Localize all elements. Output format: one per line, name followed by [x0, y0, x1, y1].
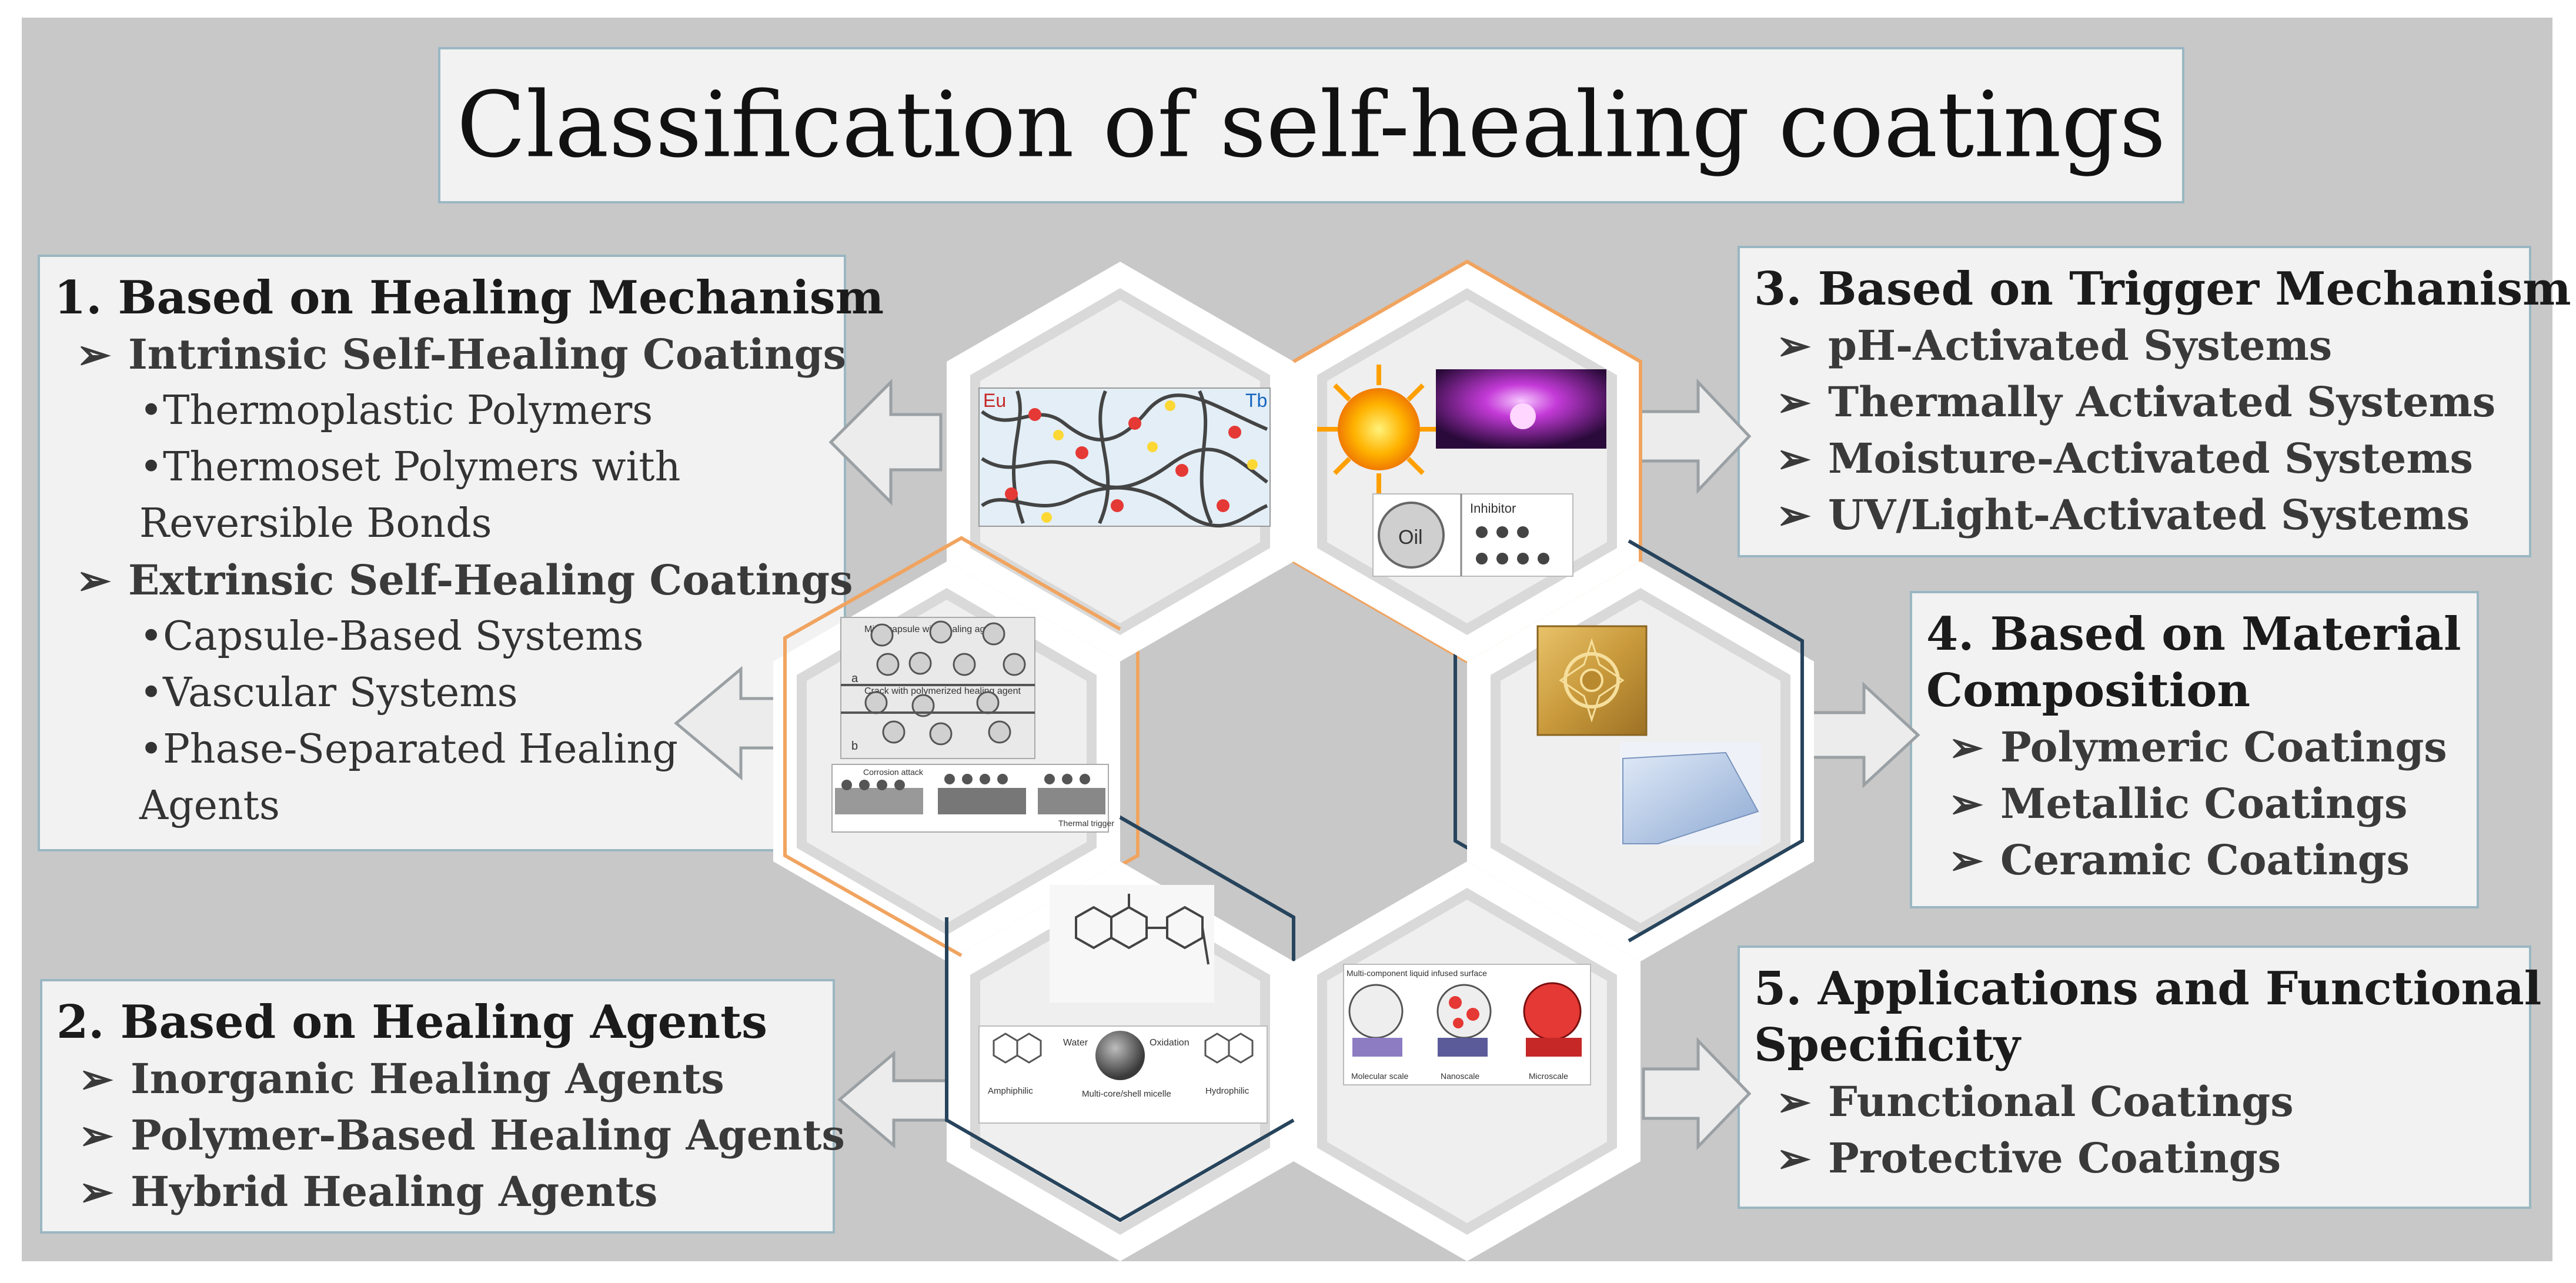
arrow-left-icon — [674, 666, 790, 781]
list-item: ➢UV/Light-Activated Systems — [1754, 487, 2515, 543]
sub-item: •Thermoset Polymers with — [139, 444, 681, 490]
microcapsule-illustration: Microcapsule with healing agent Crack wi… — [831, 617, 1114, 833]
arrow-right-icon — [1642, 1037, 1752, 1151]
list-item: ➢Intrinsic Self-Healing Coatings — [54, 326, 846, 383]
list-item: ➢Polymeric Coatings — [1926, 719, 2463, 776]
polymer-network-illustration: Eu Tb — [978, 387, 1271, 528]
title-box: Classification of self-healing coatings — [438, 47, 2184, 203]
arrow-bullet-icon: ➢ — [1776, 321, 1811, 370]
label-crack: Crack with polymerized healing agent — [864, 686, 1021, 696]
arrow-bullet-icon: ➢ — [79, 1111, 113, 1160]
label-hydrophilic: Hydrophilic — [1205, 1086, 1249, 1096]
svg-text:a: a — [851, 672, 858, 685]
arrow-bullet-icon: ➢ — [79, 1054, 113, 1103]
label-molecular: Molecular scale — [1351, 1071, 1408, 1081]
category-heading: 4. Based on Material — [1926, 607, 2461, 661]
list-item: ➢pH-Activated Systems — [1754, 318, 2515, 374]
ceramic-slab-photo — [1622, 751, 1759, 844]
label-water: Water — [1063, 1038, 1088, 1048]
arrow-bullet-icon: ➢ — [1776, 490, 1811, 539]
sub-item: Agents — [139, 783, 280, 829]
arrow-left-icon — [837, 1050, 948, 1149]
functional-surface-illustration: Multi-component liquid infused surface M… — [1343, 964, 1591, 1085]
category-heading-cont: Composition — [1926, 664, 2251, 717]
list-item: ➢Hybrid Healing Agents — [56, 1164, 818, 1220]
arrow-bullet-icon: ➢ — [1949, 779, 1983, 828]
list-item: ➢Thermally Activated Systems — [1754, 374, 2515, 430]
sub-item: Reversible Bonds — [139, 500, 492, 547]
label-micelle: Multi-core/shell micelle — [1082, 1089, 1171, 1099]
healing-agent-illustrations: Water Oxidation Amphiphilic Multi-core/s… — [978, 885, 1268, 1124]
category-heading-cont: Specificity — [1754, 1018, 2020, 1072]
list-item: ➢Protective Coatings — [1754, 1130, 2515, 1187]
arrow-bullet-icon: ➢ — [79, 1167, 113, 1216]
category-healing-agents: 2. Based on Healing Agents ➢Inorganic He… — [40, 979, 845, 1234]
label-nanoscale: Nanoscale — [1441, 1071, 1479, 1081]
arrow-right-icon — [1636, 378, 1752, 495]
label-tb: Tb — [1245, 390, 1267, 411]
category-heading: 2. Based on Healing Agents — [56, 995, 768, 1049]
category-trigger-mechanism: 3. Based on Trigger Mechanism ➢pH-Activa… — [1738, 246, 2571, 557]
category-heading: 3. Based on Trigger Mechanism — [1754, 262, 2571, 316]
label-amphiphilic: Amphiphilic — [988, 1086, 1033, 1096]
arrow-right-icon — [1810, 681, 1920, 788]
arrow-bullet-icon: ➢ — [1776, 377, 1811, 426]
label-inhibitor: Inhibitor — [1470, 501, 1516, 516]
arrow-bullet-icon: ➢ — [76, 330, 111, 379]
label-eu: Eu — [983, 390, 1006, 411]
diagram-title: Classification of self-healing coatings — [456, 72, 2166, 178]
arrow-bullet-icon: ➢ — [1776, 1134, 1811, 1182]
sub-item: •Thermoplastic Polymers — [139, 387, 653, 434]
list-item: ➢Polymer-Based Healing Agents — [56, 1107, 845, 1164]
arrow-bullet-icon: ➢ — [1949, 723, 1983, 771]
material-illustrations — [1536, 625, 1761, 845]
sub-item: •Vascular Systems — [139, 670, 518, 716]
category-applications: 5. Applications and Functional Specifici… — [1738, 945, 2542, 1209]
list-item: ➢Extrinsic Self-Healing Coatings — [54, 552, 853, 609]
sub-item: •Phase-Separated Healing — [139, 726, 678, 773]
arrow-bullet-icon: ➢ — [1776, 1077, 1811, 1126]
label-oil: Oil — [1398, 526, 1423, 549]
list-item: ➢Functional Coatings — [1754, 1074, 2515, 1130]
arrow-left-icon — [828, 378, 943, 506]
sub-item: •Capsule-Based Systems — [139, 613, 644, 660]
label-surface: Multi-component liquid infused surface — [1347, 968, 1487, 978]
list-item: ➢Ceramic Coatings — [1926, 832, 2463, 888]
label-thermal: Thermal trigger — [1058, 818, 1114, 828]
label-oxidation: Oxidation — [1150, 1038, 1190, 1048]
trigger-illustrations: Oil Inhibitor — [1317, 365, 1606, 577]
list-item: ➢Moisture-Activated Systems — [1754, 430, 2515, 487]
arrow-bullet-icon: ➢ — [1776, 434, 1811, 483]
category-heading: 5. Applications and Functional — [1754, 962, 2542, 1015]
arrow-bullet-icon: ➢ — [1949, 836, 1983, 884]
category-heading: 1. Based on Healing Mechanism — [54, 271, 884, 325]
list-item: ➢Inorganic Healing Agents — [56, 1051, 818, 1107]
label-corrosion: Corrosion attack — [863, 767, 924, 777]
arrow-bullet-icon: ➢ — [76, 556, 111, 604]
label-microscale: Microscale — [1529, 1071, 1568, 1081]
sun-icon — [1317, 365, 1441, 494]
category-material-composition: 4. Based on Material Composition ➢Polyme… — [1910, 591, 2479, 908]
svg-text:b: b — [851, 740, 858, 753]
list-item: ➢Metallic Coatings — [1926, 776, 2463, 832]
